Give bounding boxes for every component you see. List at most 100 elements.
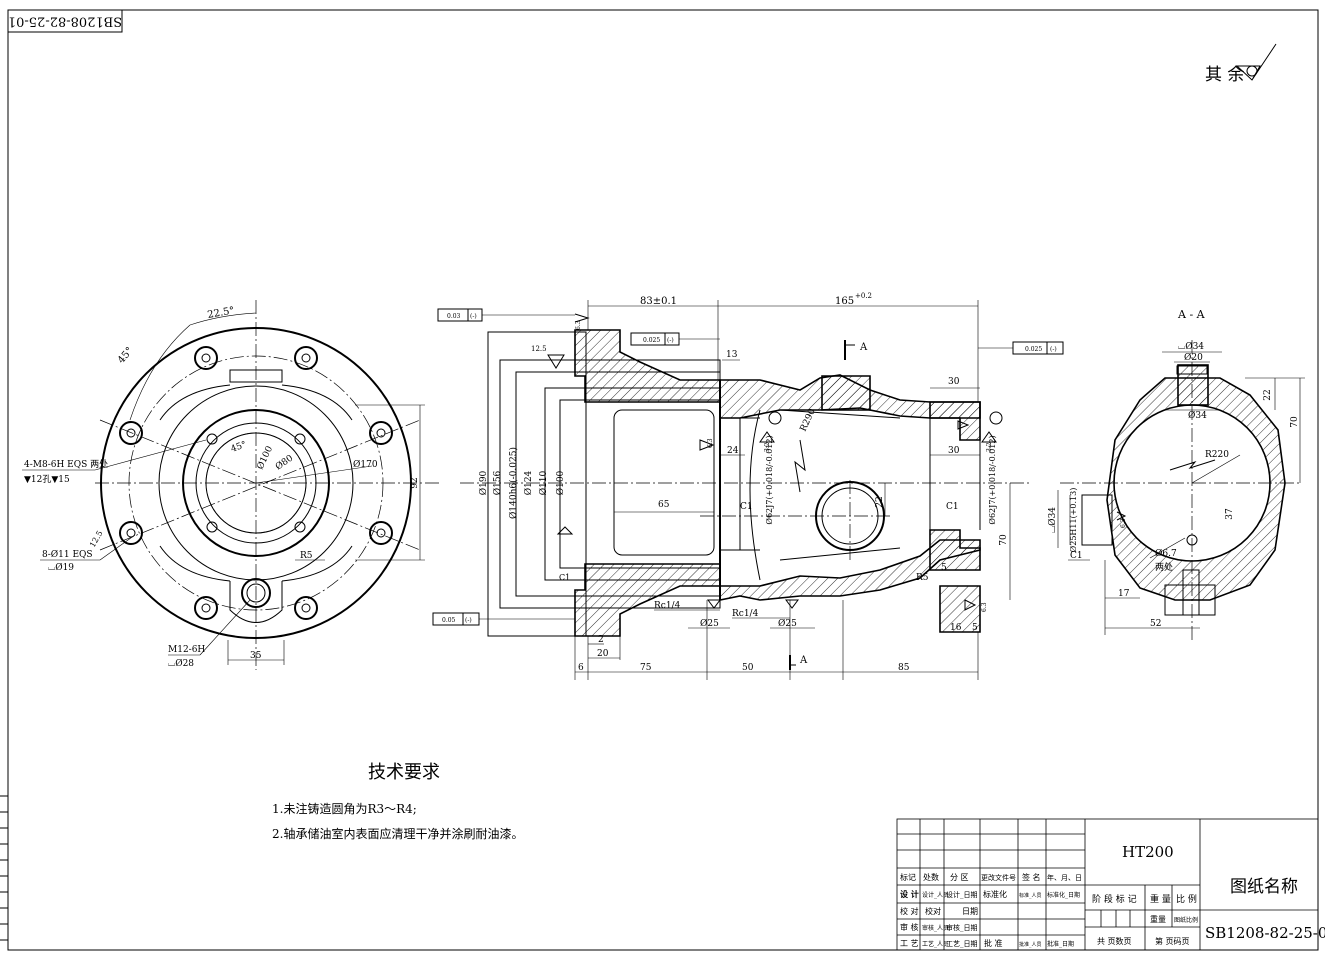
- svg-text:Ø80: Ø80: [273, 452, 295, 472]
- svg-text:45°: 45°: [116, 345, 136, 366]
- svg-text:工艺_人员: 工艺_人员: [922, 940, 949, 948]
- boss-top: [821, 375, 871, 411]
- svg-text:Ø25H11(+0.13): Ø25H11(+0.13): [1069, 488, 1078, 553]
- tolerance-frame-1: 0.03 (-): [437, 308, 575, 322]
- section-view: A - A ⌴Ø34 Ø20 Ø34 22 70 R220 37 ⌴Ø34 Ø2…: [1047, 308, 1305, 640]
- svg-text:签 名: 签 名: [1022, 872, 1041, 882]
- svg-text:(-): (-): [470, 313, 477, 320]
- svg-text:R5: R5: [300, 551, 313, 561]
- svg-text:85: 85: [898, 663, 910, 673]
- svg-text:技术要求: 技术要求: [368, 762, 440, 783]
- svg-text:设计_人员: 设计_人员: [922, 891, 949, 899]
- svg-text:⌴Ø19: ⌴Ø19: [48, 562, 74, 573]
- svg-text:Ø100: Ø100: [555, 470, 566, 495]
- wall-bottom-flange: [574, 563, 721, 637]
- svg-text:2: 2: [598, 635, 604, 645]
- svg-text:共 页数页: 共 页数页: [1097, 936, 1132, 946]
- left-view: 22.5° 45° 45° Ø100 Ø80 Ø170 92 R5 35 4-M…: [22, 300, 440, 670]
- svg-text:6.3: 6.3: [981, 602, 988, 612]
- svg-text:5: 5: [972, 623, 978, 633]
- svg-text:Ø100: Ø100: [255, 444, 275, 471]
- svg-text:标准_人员: 标准_人员: [1019, 892, 1042, 899]
- svg-text:R220: R220: [1205, 450, 1229, 460]
- tolerance-frame-2: 0.025 (-): [630, 332, 720, 346]
- wall-right-top: [929, 401, 981, 441]
- svg-text:C1: C1: [740, 502, 753, 512]
- svg-text:37: 37: [1225, 508, 1235, 520]
- rotated-drawing-number: SB1208-82-25-01: [7, 9, 123, 33]
- svg-text:52: 52: [1150, 619, 1161, 629]
- svg-text:4-M8-6H EQS 两处: 4-M8-6H EQS 两处: [24, 458, 108, 470]
- svg-text:17: 17: [1118, 589, 1130, 599]
- svg-text:校对: 校对: [925, 906, 941, 916]
- svg-text:65: 65: [658, 500, 670, 510]
- svg-text:重 量: 重 量: [1150, 893, 1171, 905]
- svg-text:C1: C1: [1070, 551, 1083, 561]
- svg-text:Ø6.7: Ø6.7: [1155, 548, 1177, 559]
- svg-text:A: A: [859, 342, 868, 353]
- svg-text:2.轴承储油室内表面应清理干净并涂刷耐油漆。: 2.轴承储油室内表面应清理干净并涂刷耐油漆。: [272, 826, 523, 841]
- svg-text:Ø124: Ø124: [523, 470, 534, 495]
- tolerance-frame-3: 0.025 (-): [978, 341, 1064, 355]
- svg-text:审核_人员: 审核_人员: [922, 924, 949, 932]
- svg-text:Ø62J7(+0.018/-0.012): Ø62J7(+0.018/-0.012): [765, 435, 774, 524]
- svg-text:+0.2: +0.2: [855, 292, 872, 300]
- svg-text:70: 70: [1290, 416, 1300, 428]
- svg-text:0.025: 0.025: [643, 337, 660, 344]
- svg-text:Ø140h6(-0.025): Ø140h6(-0.025): [508, 447, 519, 519]
- svg-text:R5: R5: [916, 573, 929, 583]
- svg-text:0.03: 0.03: [447, 313, 461, 320]
- svg-text:0.05: 0.05: [442, 617, 456, 624]
- svg-text:批准_人员: 批准_人员: [1019, 941, 1042, 948]
- svg-text:Ø25: Ø25: [778, 618, 797, 629]
- svg-text:两处: 两处: [1155, 561, 1173, 573]
- svg-text:审核_日期: 审核_日期: [946, 923, 978, 932]
- svg-text:Ø110: Ø110: [538, 470, 549, 495]
- svg-text:20: 20: [597, 649, 609, 659]
- svg-text:SB1208-82-25-01: SB1208-82-25-01: [1205, 924, 1325, 942]
- svg-text:24: 24: [727, 446, 739, 456]
- svg-text:22: 22: [875, 496, 885, 507]
- svg-text:45°: 45°: [230, 440, 248, 455]
- svg-text:更改文件号: 更改文件号: [981, 873, 1016, 882]
- svg-text:处数: 处数: [923, 872, 939, 882]
- svg-text:批准_日期: 批准_日期: [1047, 940, 1074, 948]
- svg-text:6.3: 6.3: [1120, 518, 1127, 528]
- svg-text:设计_日期: 设计_日期: [946, 890, 978, 899]
- svg-text:校 对: 校 对: [900, 906, 919, 916]
- svg-text:▼12孔▼15: ▼12孔▼15: [24, 474, 70, 485]
- svg-text:0.025: 0.025: [1025, 346, 1042, 353]
- svg-text:6.3: 6.3: [575, 320, 582, 330]
- svg-text:工 艺: 工 艺: [900, 939, 919, 948]
- edge-ticks: [0, 795, 8, 941]
- wall-right-bottom: [929, 529, 981, 571]
- svg-text:12.5: 12.5: [531, 345, 547, 353]
- svg-text:标准化_日期: 标准化_日期: [1047, 891, 1080, 899]
- svg-text:阶 段 标 记: 阶 段 标 记: [1092, 893, 1137, 905]
- svg-text:75: 75: [640, 663, 652, 673]
- svg-text:分 区: 分 区: [950, 873, 969, 882]
- svg-text:22.5°: 22.5°: [207, 305, 236, 321]
- svg-text:3.2: 3.2: [986, 442, 993, 452]
- svg-text:其 余: 其 余: [1205, 65, 1244, 85]
- svg-text:标记: 标记: [900, 872, 916, 882]
- svg-text:35: 35: [250, 651, 262, 661]
- svg-text:(-): (-): [465, 617, 472, 624]
- svg-text:工艺_日期: 工艺_日期: [946, 940, 978, 948]
- svg-text:A: A: [799, 655, 808, 666]
- svg-text:Ø190: Ø190: [478, 470, 489, 495]
- svg-text:SB1208-82-25-01: SB1208-82-25-01: [8, 14, 122, 29]
- svg-text:16: 16: [950, 623, 962, 633]
- svg-text:70: 70: [999, 534, 1009, 546]
- svg-text:(-): (-): [1050, 346, 1057, 353]
- svg-text:C1: C1: [946, 502, 959, 512]
- main-view: 83±0.1 165 +0.2 13 30 30 24 65 22 70 R29…: [432, 292, 1064, 680]
- svg-text:HT200: HT200: [1122, 843, 1174, 861]
- svg-text:重量: 重量: [1150, 914, 1166, 924]
- svg-text:30: 30: [948, 446, 960, 456]
- svg-text:Ø25: Ø25: [700, 618, 719, 629]
- svg-text:C1: C1: [559, 573, 570, 582]
- svg-text:Ø34: Ø34: [1188, 410, 1207, 421]
- svg-text:1.未注铸造圆角为R3～R4;: 1.未注铸造圆角为R3～R4;: [272, 801, 417, 816]
- svg-text:设 计: 设 计: [900, 889, 919, 899]
